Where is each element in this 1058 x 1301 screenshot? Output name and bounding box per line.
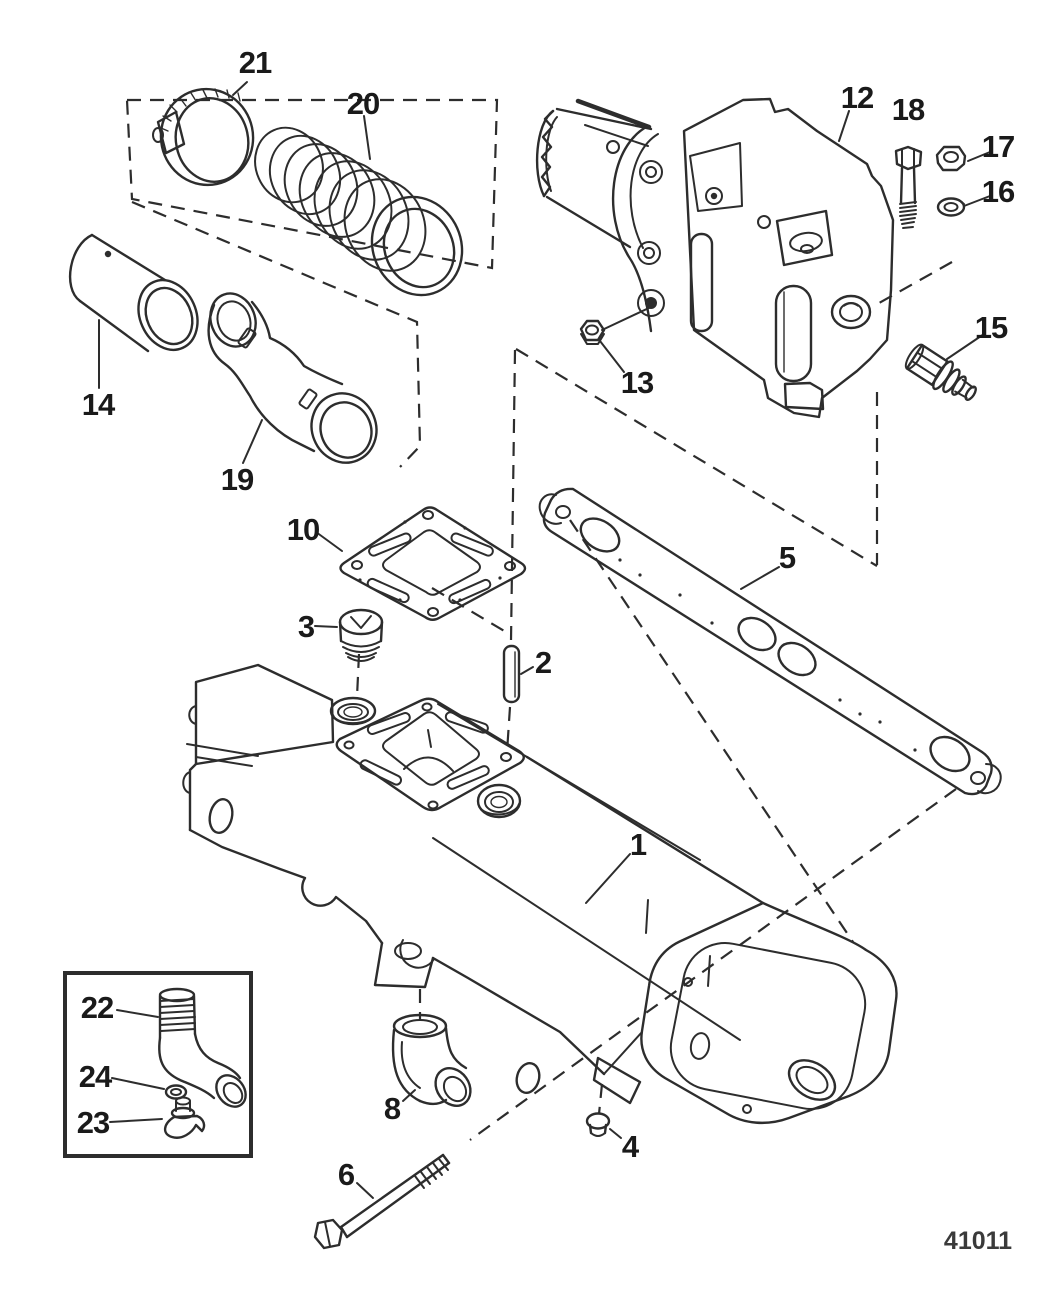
callout-14: 14: [82, 387, 116, 422]
hose-kit-box-a: [125, 98, 499, 270]
callout-10: 10: [287, 512, 319, 547]
callout-22: 22: [81, 990, 113, 1025]
hose-kit-box-b: [131, 200, 422, 468]
assembly-dashed-lines: [125, 98, 957, 1141]
callout-18: 18: [892, 92, 925, 127]
part-riser-gasket: [339, 506, 527, 621]
part-hose-fitting-15: [904, 343, 977, 402]
gasket-align-line-left: [431, 587, 507, 633]
dowel-pin-axis-lower: [505, 706, 512, 753]
bolt-threads: [899, 201, 917, 225]
leader-5: [740, 566, 780, 590]
leader-24: [111, 1077, 165, 1090]
callout-15: 15: [975, 310, 1008, 345]
part-bolt-6: [313, 1153, 451, 1250]
callout-8: 8: [384, 1091, 401, 1126]
part-exhaust-manifold: [182, 663, 898, 1125]
callout-3: 3: [298, 609, 315, 644]
part-pipe-plug: [338, 608, 384, 662]
part-bolt-18: [894, 145, 923, 229]
part-manifold-gasket: [538, 487, 1002, 796]
leader-22: [116, 1009, 159, 1018]
part-elbow-fitting-8: [391, 1013, 472, 1107]
part-exhaust-elbow: [535, 97, 895, 419]
part-dowel-pin: [502, 644, 521, 704]
leader-16: [963, 195, 991, 207]
leader-2: [520, 666, 534, 675]
gasket-speckles: [358, 520, 502, 602]
callout-24: 24: [79, 1059, 113, 1094]
callout-23: 23: [77, 1105, 110, 1140]
bolt6-threads: [414, 1158, 449, 1189]
leader-8: [402, 1089, 416, 1102]
inset-fittings-box: [63, 971, 253, 1158]
clamp-serrations: [160, 88, 241, 132]
leader-13: [599, 340, 625, 373]
bolt-axis-line: [469, 788, 957, 1141]
washer-fitting-axis: [871, 261, 953, 308]
leader-17: [967, 151, 991, 162]
leader-19: [242, 419, 263, 464]
callout-19: 19: [221, 462, 254, 497]
plug4-axis: [597, 1083, 604, 1115]
callout-16: 16: [982, 174, 1015, 209]
fitting22-threads: [159, 998, 196, 1032]
leader-3: [314, 625, 338, 628]
leader-12: [838, 110, 850, 142]
part-drain-cock-23: [163, 1096, 206, 1139]
gasket-align-line-right: [569, 519, 854, 943]
part-plug-4: [585, 1112, 611, 1137]
leader-20: [363, 115, 371, 160]
part-elbow-fitting-22: [158, 987, 247, 1108]
leader-6: [356, 1182, 374, 1199]
leader-4: [609, 1128, 622, 1139]
callout-4: 4: [622, 1129, 640, 1164]
callout-17: 17: [982, 129, 1014, 164]
part-exhaust-tube: [68, 233, 199, 353]
callout-21: 21: [239, 45, 272, 80]
callout-1: 1: [630, 827, 647, 862]
elbow-mount-diagonal: [515, 348, 878, 567]
leader-23: [109, 1118, 163, 1123]
callout-12: 12: [841, 80, 873, 115]
callout-20: 20: [347, 86, 379, 121]
leader-1: [585, 853, 631, 904]
part-washer-16: [936, 197, 966, 217]
part-nut-17: [935, 145, 967, 172]
leader-lines: [98, 81, 991, 1199]
part-molded-hose: [207, 292, 378, 464]
part-hose-clamp: [152, 87, 255, 187]
leader-15: [946, 333, 985, 360]
callout-5: 5: [779, 540, 796, 575]
gasket-speckles-2: [618, 558, 917, 752]
callout-2: 2: [535, 645, 551, 680]
dowel-pin-axis-upper: [509, 349, 517, 642]
leader-21: [232, 81, 248, 96]
callout-6: 6: [338, 1157, 355, 1192]
drawing-number: 41011: [944, 1227, 1012, 1255]
part-washer-24: [164, 1084, 188, 1100]
part-bellows-hose: [254, 126, 464, 297]
leader-10: [315, 531, 343, 552]
part-nut-13: [579, 319, 606, 345]
callout-13: 13: [621, 365, 654, 400]
